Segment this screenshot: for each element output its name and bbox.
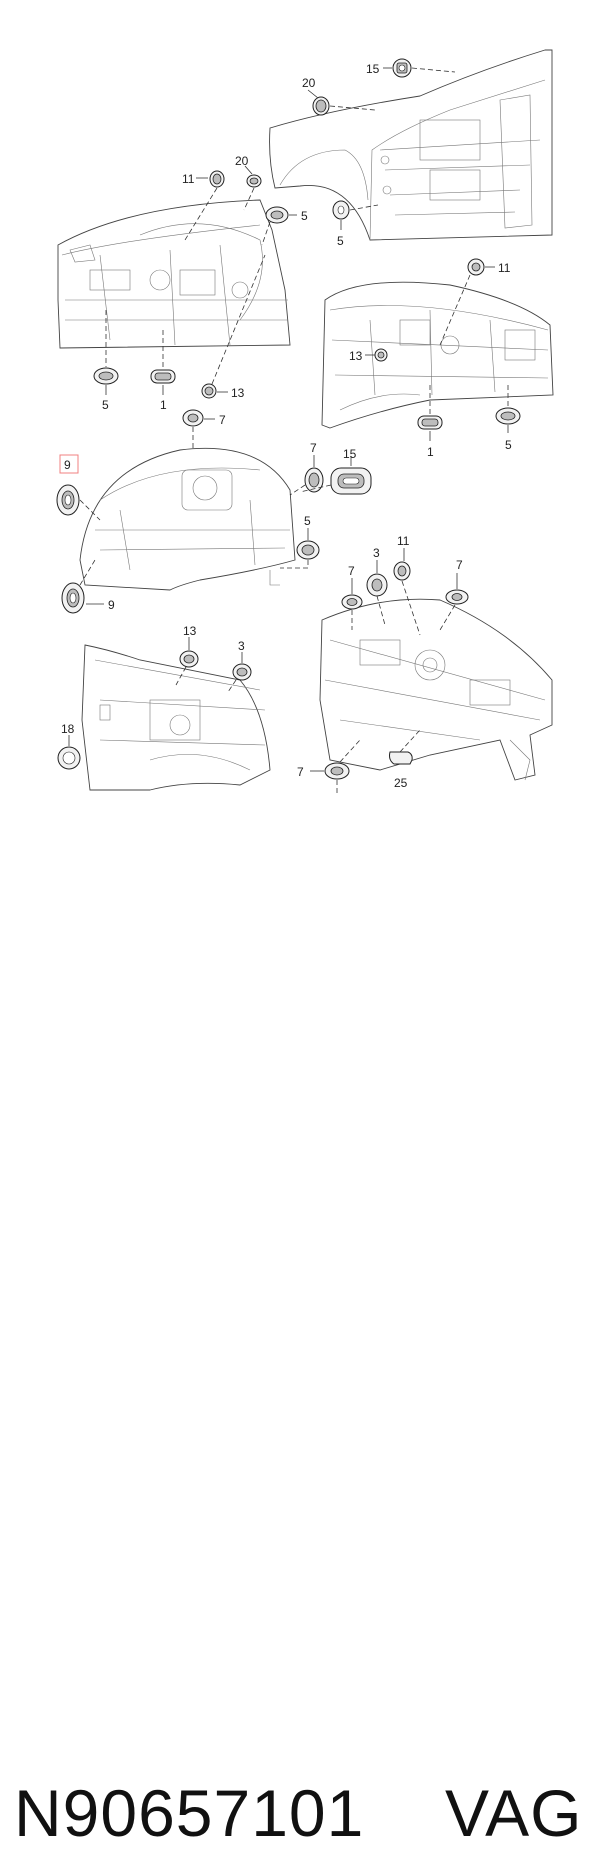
grommet-7-bottom-right-lower [324,762,350,780]
highlight-box-9 [59,454,79,474]
callout-9-arch-bottom: 9 [108,598,115,612]
grommet-20-mid-left [246,174,262,188]
callout-3-bottom-right: 3 [373,546,380,560]
leader-11-mid-right-dash [439,274,471,346]
grommet-20-top [312,96,330,116]
callout-20-top: 20 [302,76,316,90]
grommet-5-top [332,200,350,220]
callout-9-highlighted: 9 [64,458,71,472]
grommet-7-bottom-right-right [445,589,469,605]
leader-20-mid-left-dash [243,187,255,211]
grommet-1-mid-left [150,369,176,384]
strut-tower-view [319,598,553,781]
leader-20-top [307,89,319,99]
grommet-18-bottom-left [57,746,81,770]
grommet-3-bottom-right [366,573,388,597]
leader-5-mid-left-right-dash [261,221,271,246]
callout-5-arch: 5 [304,514,311,528]
callout-25-bottom-right: 25 [394,776,408,790]
leader-25-dash [399,729,421,753]
leader-3-bottom-right-dash [376,595,386,626]
grommet-7-arch-right [304,467,324,493]
grommet-11-mid-right [467,258,485,276]
grommet-1-mid-right [417,415,443,430]
grommet-15-arch [330,467,372,495]
callout-7-bottom-right-right: 7 [456,558,463,572]
part-number: N90657101 [14,1776,365,1850]
parts-diagram: 15 20 5 11 20 [56,49,554,795]
grommet-11-mid-left [209,170,225,188]
brand-name: VAG [445,1776,583,1850]
callout-7-bottom-right-lower: 7 [297,765,304,779]
door-opening-view [269,49,553,241]
callout-7-arch-right: 7 [310,441,317,455]
leader-11-bottom-right-dash [401,580,421,636]
callout-7-arch-top: 7 [219,413,226,427]
grommet-13-mid-left [201,383,217,399]
grommet-5-mid-left-bottom [93,367,119,385]
leader-9-arch-bottom-dash [79,559,96,586]
callout-5-mid-right: 5 [505,438,512,452]
callout-1-mid-left: 1 [160,398,167,412]
grommet-7-bottom-right-left [341,594,363,610]
callout-20-mid-left: 20 [235,154,249,168]
leader-7-bottom-right-lower-dash-up [339,739,361,763]
grommet-15-top [392,58,412,78]
fender-inner-right-view [321,281,554,429]
callout-11-bottom-right: 11 [397,534,410,548]
leader-7-bottom-right-right-dash [439,604,456,631]
grommet-3-bottom-left [232,663,252,681]
callout-11-mid-left: 11 [182,172,195,186]
callout-13-mid-right: 13 [349,349,363,363]
leader-3-bottom-left-dash [227,679,237,693]
footer: N90657101 VAG [0,880,600,1850]
leader-11-mid-left-dash [184,187,218,241]
cover-25-bottom-right [389,751,413,765]
grommet-9-arch-bottom [61,582,85,614]
leader-20-mid-left [244,165,253,175]
leader-15-arch-dash [299,484,332,493]
callout-5-mid-left-right: 5 [301,209,308,223]
callout-5-mid-left-bottom: 5 [102,398,109,412]
callout-15-arch: 15 [343,447,357,461]
callout-5-top: 5 [337,234,344,248]
grommet-13-bottom-left [179,650,199,668]
callout-13-bottom-left: 13 [183,624,197,638]
wheel-arch-view [79,447,296,591]
leader-13-bottom-left-dash [175,666,187,686]
callout-3-bottom-left: 3 [238,639,245,653]
leader-5-top-dash [349,204,379,211]
grommet-13-mid-right [374,348,388,362]
grommet-5-arch [296,540,320,560]
callout-7-bottom-right-left: 7 [348,564,355,578]
callout-1-mid-right: 1 [427,445,434,459]
callout-11-mid-right: 11 [498,261,511,275]
callout-15-top: 15 [366,62,380,76]
leader-13-mid-left-dash [211,254,266,385]
grommet-11-bottom-right [393,561,411,581]
grommet-5-mid-left-right [265,206,289,224]
grommet-7-arch-top [182,409,204,427]
leader-9-highlighted-dash [79,499,101,521]
leader-15-top [411,67,456,73]
rear-panel-view [81,644,271,791]
callout-13-mid-left: 13 [231,386,245,400]
leader-7-arch-right-dash [289,484,306,496]
grommet-5-mid-right [495,407,521,425]
callout-18-bottom-left: 18 [61,722,75,736]
engine-bay-left-view [57,199,291,349]
grommet-9-highlighted [56,484,80,516]
